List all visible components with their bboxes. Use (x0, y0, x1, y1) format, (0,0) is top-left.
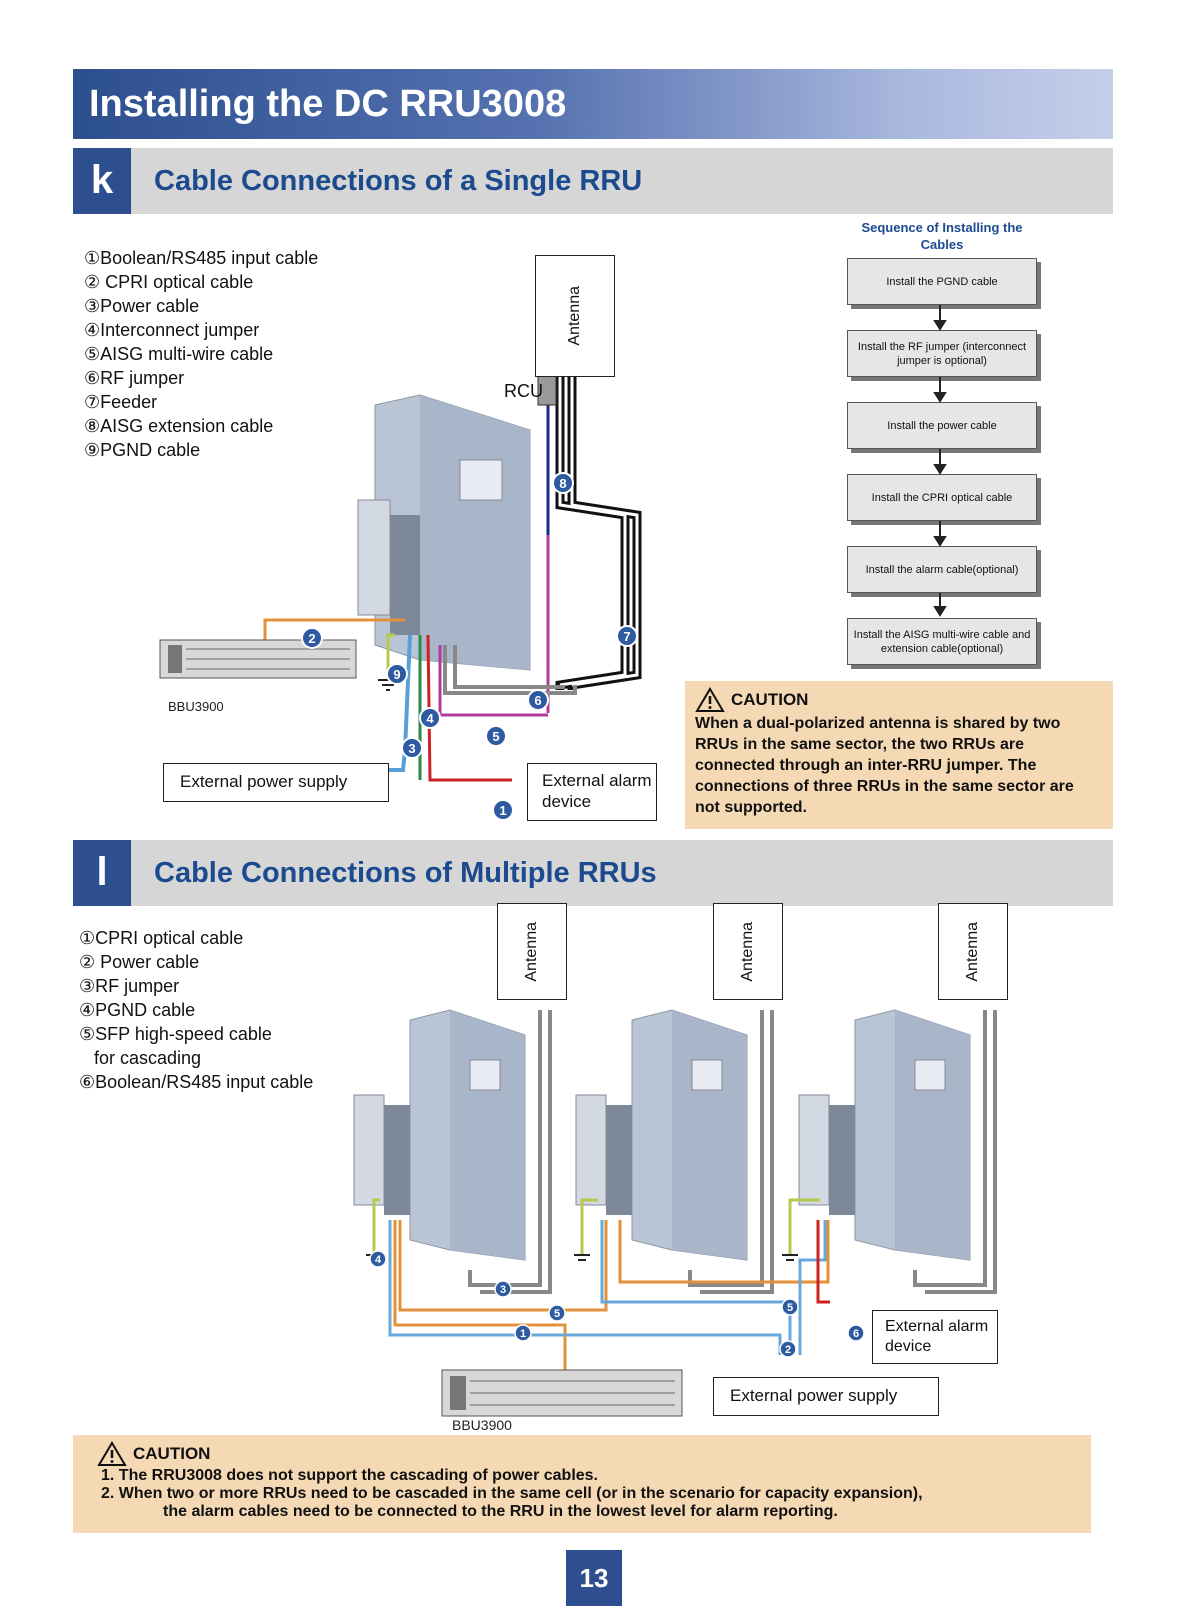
alarm-device-box: External alarm device (527, 763, 657, 821)
sequence-step: Install the CPRI optical cable (847, 474, 1037, 521)
legend-item: ③Power cable (84, 296, 200, 316)
sequence-step: Install the alarm cable(optional) (847, 546, 1037, 593)
sequence-step: Install the power cable (847, 402, 1037, 449)
rf-jumper-cable (443, 645, 577, 695)
rru-unit (798, 1009, 971, 1261)
alarm-cable (426, 634, 512, 782)
sequence-step: Install the AISG multi-wire cable and ex… (847, 618, 1037, 665)
legend-item: ② Power cable (79, 952, 200, 972)
alarm-cable (816, 1220, 830, 1304)
legend-item: ⑤AISG multi-wire cable (84, 344, 274, 364)
legend-item: ③RF jumper (79, 976, 180, 996)
legend-item: ④PGND cable (79, 1000, 196, 1020)
section-k-header: k Cable Connections of a Single RRU (73, 148, 1113, 214)
sequence-step: Install the RF jumper (interconnect jump… (847, 330, 1037, 377)
antenna-box: Antenna (535, 255, 615, 377)
section-l-letter: l (73, 840, 131, 906)
legend-item: ⑨PGND cable (84, 440, 201, 460)
antenna-box: Antenna (713, 903, 783, 1000)
bbu-label: BBU3900 (168, 699, 224, 714)
legend-item: ⑤SFP high-speed cable (79, 1024, 272, 1044)
caution-line: 2. When two or more RRUs need to be casc… (101, 1485, 923, 1502)
sequence-arrows (933, 305, 947, 617)
caution-label: CAUTION (133, 1444, 211, 1463)
section-l-title: Cable Connections of Multiple RRUs (154, 857, 657, 889)
caution-text: When a dual-polarized antenna is shared … (695, 715, 1074, 816)
single-rru-diagram (159, 372, 642, 782)
caution-single-rru: CAUTION When a dual-polarized antenna is… (685, 681, 1113, 829)
legend-item: ①CPRI optical cable (79, 928, 244, 948)
caution-label: CAUTION (731, 690, 809, 709)
caution-line: the alarm cables need to be connected to… (163, 1503, 838, 1520)
page-title: Installing the DC RRU3008 (73, 69, 1113, 139)
warning-icon (695, 687, 725, 712)
bbu3900-unit (159, 639, 357, 679)
ground-symbol (378, 679, 398, 691)
section-k-title: Cable Connections of a Single RRU (154, 165, 643, 197)
warning-icon (97, 1441, 127, 1466)
legend-item: ⑥RF jumper (84, 368, 185, 388)
section-l-header: l Cable Connections of Multiple RRUs (73, 840, 1113, 906)
sequence-title: Sequence of Installing the Cables (861, 220, 1023, 252)
rru-unit (357, 394, 531, 671)
antenna-box: Antenna (497, 903, 567, 1000)
pgnd-cable (372, 1198, 820, 1255)
legend-item: ⑥Boolean/RS485 input cable (79, 1072, 314, 1092)
legend-item: ⑧AISG extension cable (84, 416, 274, 436)
antenna-label: Antenna (739, 921, 756, 982)
legend-item: ④Interconnect jumper (84, 320, 260, 340)
page-number: 13 (566, 1550, 622, 1606)
section-k-letter: k (73, 148, 131, 214)
caution-multiple-rru: CAUTION 1. The RRU3008 does not support … (73, 1435, 1091, 1533)
sequence-step: Install the PGND cable (847, 258, 1037, 305)
cpri-optical-cable (393, 1220, 567, 1370)
antenna-box: Antenna (938, 903, 1008, 1000)
legend-item: ② CPRI optical cable (84, 272, 254, 292)
caution-line: 1. The RRU3008 does not support the casc… (101, 1467, 598, 1484)
legend-item: ⑦Feeder (84, 392, 158, 412)
power-supply-box: External power supply (713, 1377, 939, 1416)
power-supply-box: External power supply (163, 763, 389, 802)
antenna-label: Antenna (566, 286, 583, 346)
bbu-label: BBU3900 (452, 1417, 512, 1433)
section-k-legend: ①Boolean/RS485 input cable ② CPRI optica… (84, 246, 318, 462)
power-cable (380, 634, 412, 772)
antenna-label: Antenna (523, 921, 540, 982)
rru-unit (353, 1009, 526, 1261)
sfp-cascade-cable (398, 1220, 830, 1312)
rcu-label: RCU (504, 381, 543, 401)
caution-text: 1. The RRU3008 does not support the casc… (101, 1467, 1077, 1521)
legend-item: for cascading (79, 1048, 202, 1068)
section-l-legend: ①CPRI optical cable ② Power cable ③RF ju… (79, 926, 313, 1094)
legend-item: ①Boolean/RS485 input cable (84, 248, 319, 268)
alarm-device-box: External alarm device (872, 1310, 998, 1364)
rru-unit (575, 1009, 748, 1261)
antenna-label: Antenna (964, 921, 981, 982)
bbu3900-unit (441, 1369, 683, 1417)
